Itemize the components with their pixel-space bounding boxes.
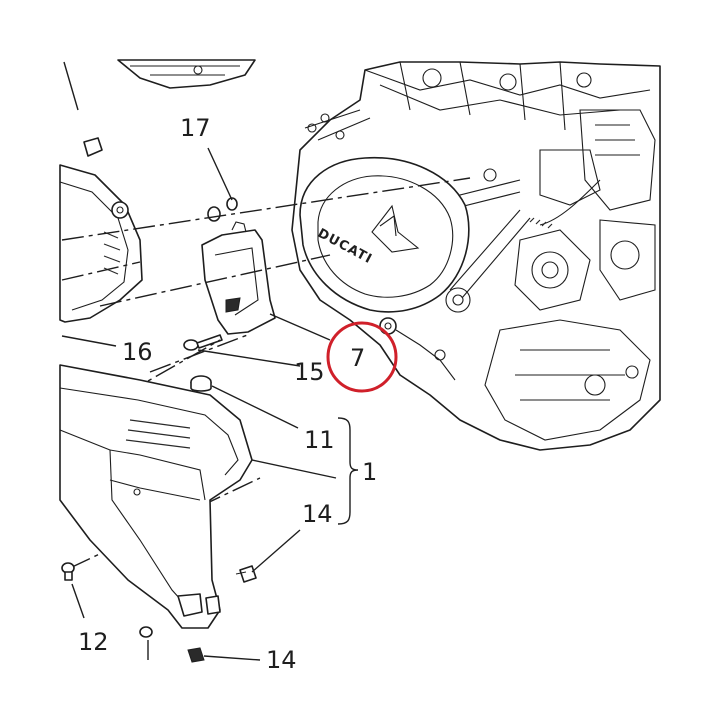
leader-line-top: [63, 61, 79, 111]
leader-line-16: [61, 335, 117, 347]
leader-line-15: [197, 349, 301, 367]
callout-1: 1: [362, 458, 378, 486]
highlight-circle: [326, 321, 398, 393]
belly-pan-panel: [59, 364, 253, 629]
frame-fragment-top: [117, 59, 256, 89]
callout-15: 15: [294, 358, 325, 386]
callout-11: 11: [304, 426, 335, 454]
rubber-grommet-17: [207, 197, 238, 222]
callout-12: 12: [78, 628, 109, 656]
screw-bottom: [139, 626, 153, 638]
mounting-bracket: [201, 221, 276, 335]
callout-14-lower: 14: [266, 646, 297, 674]
callout-16: 16: [122, 338, 153, 366]
leader-line-7: [269, 313, 331, 341]
engine-side-cover: [299, 156, 470, 313]
leader-line-14-lower: [203, 655, 261, 661]
leader-line-14-upper: [251, 529, 301, 573]
callout-14-upper: 14: [302, 500, 333, 528]
clip-14-lower: [187, 647, 205, 663]
screw-12: [61, 562, 75, 581]
leader-line-1: [251, 459, 337, 479]
leader-line-12: [71, 583, 85, 619]
group-bracket: [337, 417, 359, 525]
callout-7: 7: [350, 344, 366, 372]
nut-11: [190, 375, 212, 392]
clip-part: [83, 137, 103, 157]
clip-14-upper: [235, 565, 257, 583]
leader-line-11: [211, 385, 299, 429]
left-side-panel: [59, 164, 143, 323]
callout-17: 17: [180, 114, 211, 142]
leader-line-17: [207, 147, 233, 201]
bolt-15: [183, 334, 223, 351]
